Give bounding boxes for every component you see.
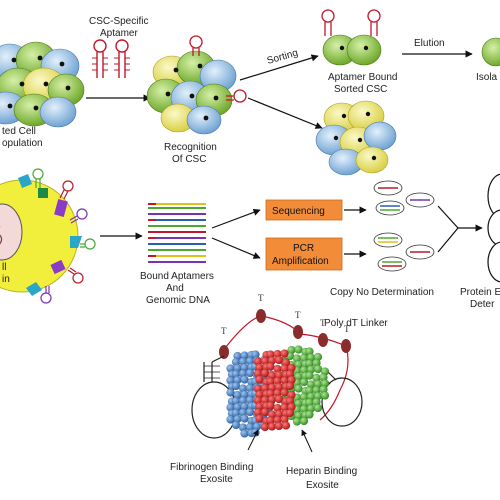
protein-atom bbox=[266, 362, 275, 371]
protein-atom bbox=[260, 407, 270, 417]
cell-population-cluster bbox=[0, 41, 85, 128]
heparin-label-line1: Heparin Binding bbox=[286, 466, 357, 477]
protein-atom bbox=[294, 384, 303, 393]
unbound-cells bbox=[315, 100, 397, 176]
arrow-sorting bbox=[239, 54, 319, 81]
recognition-cluster bbox=[146, 50, 237, 135]
fibrinogen-label-line1: Fibrinogen Binding bbox=[170, 462, 253, 473]
protein-atom bbox=[305, 410, 314, 419]
protein-atom bbox=[292, 417, 302, 426]
t-mark-3: T bbox=[295, 310, 301, 320]
sequencing-box: Sequencing bbox=[265, 199, 343, 221]
protein-atom bbox=[240, 375, 249, 384]
arrow-to-sequencing bbox=[211, 208, 261, 229]
sequencing-droplets bbox=[373, 180, 435, 216]
bound-aptamers-line2: And bbox=[166, 283, 184, 294]
pcr-droplets bbox=[373, 232, 435, 272]
protein-atom bbox=[280, 388, 289, 397]
aptamer-dna-strands bbox=[148, 203, 206, 263]
sequencing-label: Sequencing bbox=[272, 206, 325, 217]
aptamer-hairpin-icon bbox=[92, 39, 130, 78]
copy-label: Copy No Determination bbox=[330, 287, 434, 298]
protein-atom bbox=[267, 422, 277, 431]
protein-atom bbox=[231, 420, 241, 430]
protein-atom bbox=[231, 381, 241, 391]
sorted-csc-cells bbox=[322, 34, 382, 66]
surface-aptamer-icons bbox=[32, 168, 96, 304]
isolated-label: Isola bbox=[476, 72, 498, 83]
arrow-to-pcr bbox=[211, 237, 261, 259]
protein-atom bbox=[245, 368, 255, 378]
recognition-label-line1: Recognition bbox=[164, 142, 217, 153]
fibrinogen-label-line2: Exosite bbox=[200, 474, 233, 485]
protein-atom bbox=[320, 391, 330, 400]
t-mark-1: T bbox=[221, 326, 227, 336]
arrow-unbound bbox=[247, 97, 323, 129]
protein-atom bbox=[274, 421, 284, 431]
bound-aptamers-line3: Genomic DNA bbox=[146, 295, 210, 306]
linker-label: Poly dT Linker bbox=[324, 318, 388, 329]
protein-structure bbox=[226, 345, 330, 438]
recognition-label-line2: Of CSC bbox=[172, 154, 206, 165]
protein-atom bbox=[240, 414, 249, 423]
protein-ovals bbox=[487, 173, 500, 283]
protein-atom bbox=[313, 364, 323, 374]
t-mark-2: T bbox=[258, 293, 264, 303]
protein-atom bbox=[280, 349, 289, 358]
protein-atom bbox=[255, 375, 264, 384]
cell-label-line1: ll bbox=[2, 262, 6, 273]
protein-atom bbox=[240, 429, 249, 438]
t-mark-4: T bbox=[320, 318, 326, 328]
protein-atom bbox=[294, 345, 303, 354]
protein-atom bbox=[255, 414, 264, 423]
heparin-label-line2: Exosite bbox=[306, 480, 339, 491]
cell-label-line2: in bbox=[2, 274, 10, 285]
bound-aptamer-icon bbox=[189, 35, 247, 103]
surface-receptor-icons bbox=[18, 174, 82, 296]
protein-atom bbox=[260, 422, 270, 432]
bound-label-line1: Aptamer Bound bbox=[328, 72, 398, 83]
protein-label-line1: Protein E bbox=[460, 287, 500, 298]
merge-bracket bbox=[437, 205, 459, 253]
protein-atom bbox=[260, 368, 270, 378]
aptamer-label-line1: CSC-Specific bbox=[89, 16, 148, 27]
protein-atom bbox=[281, 421, 291, 430]
sorted-aptamer-icon bbox=[321, 9, 381, 36]
bound-label-line2: Sorted CSC bbox=[334, 84, 387, 95]
pcr-label-line1: PCR bbox=[293, 243, 314, 254]
protein-atom bbox=[226, 388, 235, 397]
heparin-aptamer-icon bbox=[321, 371, 363, 427]
protein-atom bbox=[285, 381, 295, 391]
protein-atom bbox=[299, 416, 309, 426]
population-label-line1: ted Cell bbox=[2, 126, 36, 137]
elution-label: Elution bbox=[414, 38, 445, 49]
protein-label-line2: Deter bbox=[470, 299, 495, 310]
protein-atom bbox=[245, 407, 255, 417]
population-label-line2: opulation bbox=[2, 138, 43, 149]
protein-atom bbox=[274, 394, 284, 404]
protein-atom bbox=[299, 377, 309, 387]
protein-atom bbox=[285, 408, 295, 418]
pcr-box: PCR Amplification bbox=[265, 237, 343, 271]
pcr-label-line2: Amplification bbox=[272, 256, 329, 267]
arrow-fibrinogen bbox=[247, 429, 259, 451]
linker-beads bbox=[219, 309, 351, 359]
t-mark-5: T bbox=[344, 324, 350, 334]
bound-aptamers-line1: Bound Aptamers bbox=[140, 271, 214, 282]
protein-atom bbox=[313, 403, 323, 413]
sorting-label: Sorting bbox=[266, 48, 299, 67]
protein-atom bbox=[266, 401, 275, 410]
aptamer-label-line2: Aptamer bbox=[100, 28, 138, 39]
protein-atom bbox=[274, 355, 284, 365]
protein-atom bbox=[305, 371, 314, 380]
arrow-heparin bbox=[301, 429, 313, 453]
isolated-csc-cell bbox=[481, 37, 500, 67]
